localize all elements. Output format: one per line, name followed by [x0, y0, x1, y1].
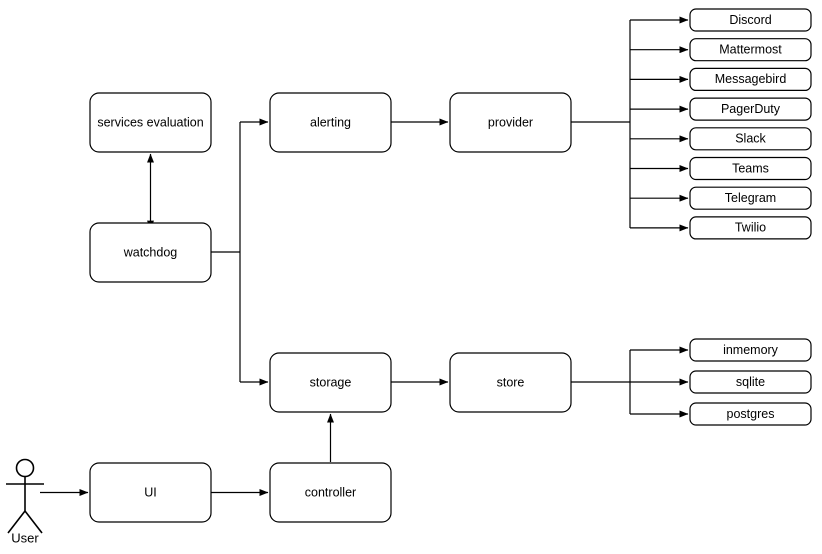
node-provider-label: provider [488, 115, 533, 129]
node-sqlite[interactable]: sqlite [689, 370, 812, 394]
node-slack[interactable]: Slack [689, 127, 812, 151]
node-telegram[interactable]: Telegram [689, 186, 812, 210]
node-store-shape [449, 352, 572, 413]
actor-leg-left [7, 510, 26, 534]
node-telegram-label: Telegram [725, 191, 776, 205]
store-targets-group: inmemory sqlite postgres [689, 338, 812, 426]
stick-figure-icon [15, 458, 35, 478]
node-provider[interactable]: provider [449, 92, 572, 153]
node-teams-label: Teams [732, 161, 769, 175]
node-twilio-shape [689, 216, 812, 240]
node-store-label: store [497, 375, 525, 389]
node-twilio[interactable]: Twilio [689, 216, 812, 240]
node-postgres-label: postgres [727, 407, 775, 421]
node-postgres[interactable]: postgres [689, 402, 812, 426]
node-messagebird-shape [689, 67, 812, 92]
node-alerting[interactable]: alerting [269, 92, 392, 153]
node-sqlite-shape [689, 370, 812, 394]
node-discord-shape [689, 8, 812, 32]
node-slack-shape [689, 127, 812, 151]
node-services-evaluation-label: services evaluation [97, 115, 203, 129]
node-slack-label: Slack [735, 132, 766, 146]
node-services-evaluation[interactable]: services evaluation [89, 92, 212, 153]
node-alerting-shape [269, 92, 392, 153]
node-controller[interactable]: controller [269, 462, 392, 523]
node-mattermost-shape [689, 38, 812, 62]
node-storage-shape [269, 352, 392, 413]
node-pagerduty-shape [689, 97, 812, 121]
node-mattermost[interactable]: Mattermost [689, 38, 812, 62]
node-discord[interactable]: Discord [689, 8, 812, 32]
node-services-evaluation-shape [89, 92, 212, 153]
node-discord-label: Discord [729, 13, 771, 27]
user-actor-label: User [11, 530, 39, 545]
node-pagerduty-label: PagerDuty [721, 102, 781, 116]
actor-leg-right [24, 510, 43, 534]
node-sqlite-label: sqlite [736, 375, 765, 389]
node-twilio-label: Twilio [735, 221, 766, 235]
node-watchdog-shape [89, 222, 212, 283]
node-mattermost-label: Mattermost [719, 42, 782, 56]
node-inmemory[interactable]: inmemory [689, 338, 812, 362]
node-ui-label: UI [144, 485, 157, 499]
node-alerting-label: alerting [310, 115, 351, 129]
node-provider-shape [449, 92, 572, 153]
provider-targets-group: Discord Mattermost Messagebird PagerDuty… [689, 8, 812, 240]
node-inmemory-shape [689, 338, 812, 362]
node-postgres-shape [689, 402, 812, 426]
node-teams[interactable]: Teams [689, 156, 812, 181]
node-ui-shape [89, 462, 212, 523]
node-telegram-shape [689, 186, 812, 210]
user-actor[interactable]: User [6, 458, 44, 546]
node-ui[interactable]: UI [89, 462, 212, 523]
node-store[interactable]: store [449, 352, 572, 413]
node-storage[interactable]: storage [269, 352, 392, 413]
edge-layer [40, 16, 689, 496]
node-controller-shape [269, 462, 392, 523]
node-messagebird-label: Messagebird [715, 72, 787, 86]
node-inmemory-label: inmemory [723, 343, 779, 357]
node-pagerduty[interactable]: PagerDuty [689, 97, 812, 121]
node-watchdog[interactable]: watchdog [89, 222, 212, 283]
node-storage-label: storage [310, 375, 352, 389]
node-watchdog-label: watchdog [123, 245, 178, 259]
node-teams-shape [689, 156, 812, 181]
node-messagebird[interactable]: Messagebird [689, 67, 812, 92]
node-controller-label: controller [305, 485, 356, 499]
